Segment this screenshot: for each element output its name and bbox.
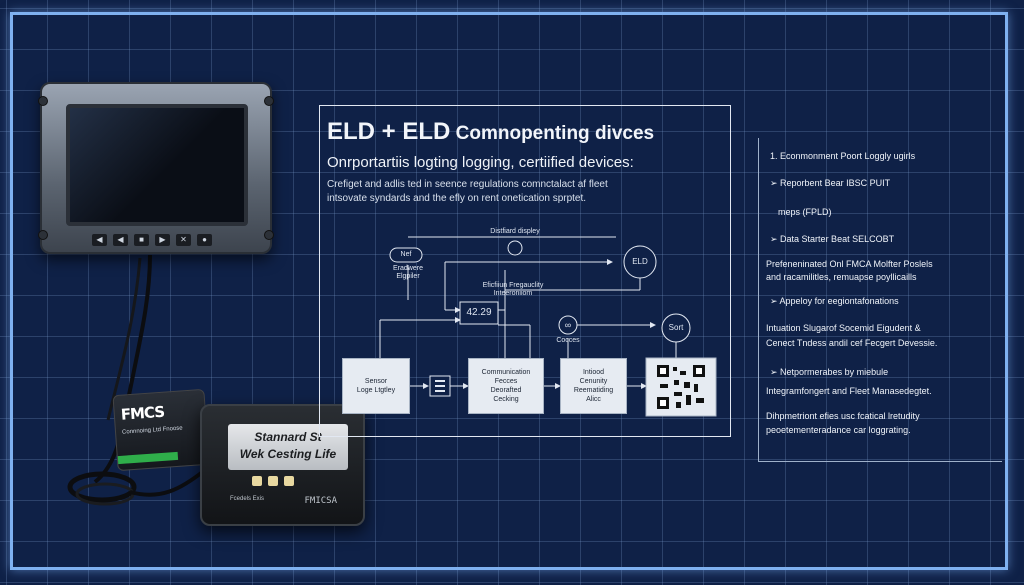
led-indicator [252, 476, 262, 486]
outer-frame [10, 12, 1008, 570]
device-brand-label: FMICSA [304, 496, 337, 506]
tablet-button-row: ◀ ◀ ■ ▶ ✕ ● [92, 234, 212, 246]
description-line-2: intsovate syndards and the efly on rent … [327, 193, 587, 204]
feature-item: Dihpmetriont efies usc fcatical lretudit… [766, 411, 920, 421]
feature-item: meps (FPLD) [778, 207, 832, 217]
diagram-description: Crefiget and adlis ted in seence regulat… [327, 178, 727, 206]
label-sort: Sort [668, 323, 684, 332]
feature-item: 1. Econmonment Poort Loggly ugirls [770, 151, 916, 161]
qr-code-icon [646, 358, 716, 416]
label-hardware-1: Eradwere [393, 265, 423, 272]
tablet-prev-button[interactable]: ◀ [113, 234, 128, 246]
tablet-close-button[interactable]: ✕ [176, 234, 191, 246]
label-eld: ELD [632, 257, 648, 266]
communication-box: Communication Fecces Deorafted Cecking [468, 358, 544, 414]
tablet-screen [66, 104, 248, 226]
description-line-1: Crefiget and adlis ted in seence regulat… [327, 179, 608, 190]
feature-item: Cenect Tndess andil cef Fecgert Devessie… [766, 338, 938, 348]
diagram-subtitle: Onrportartiis logting logging, certiifie… [327, 154, 634, 171]
feature-item: ➢ Appeloy for eegiontafonations [770, 296, 899, 306]
intiood-box-line-1: Intiood [582, 369, 605, 376]
wifi-signal-icon [509, 242, 521, 254]
chain-link-icon: ∞ [564, 320, 572, 330]
intiood-box-line-4: Alicc [586, 396, 601, 403]
device-small-label: Fcedels Exis [230, 496, 265, 502]
fmcs-sublabel: Connnoing Ltd Fnoose [121, 425, 183, 436]
list-document-icon [430, 376, 450, 396]
feature-item: ➢ Netpormerabes by miebule [770, 367, 889, 377]
feature-item: ➢ Data Starter Beat SELCOBT [770, 234, 895, 244]
label-displays: Distfiard displey [490, 228, 540, 235]
tablet-stop-button[interactable]: ■ [134, 234, 149, 246]
device-led-row [252, 476, 294, 486]
label-value: 42.29 [466, 307, 492, 318]
tablet-power-button[interactable]: ● [197, 234, 212, 246]
device-label-line-2: Wek Cesting Life [239, 447, 337, 461]
feature-item: ➢ Reporbent Bear IBSC PUIT [770, 178, 891, 188]
diagram-title-main: ELD + ELD [327, 118, 451, 145]
eld-tablet-device: ◀ ◀ ■ ▶ ✕ ● [38, 82, 274, 254]
bolt-icon [264, 96, 274, 106]
diagram-title: ELD + ELD Comnopenting divces [327, 118, 727, 146]
features-list-panel [758, 138, 1002, 462]
green-strip [117, 451, 179, 465]
label-oval: Nef [400, 251, 412, 258]
communication-box-line-1: Communication [481, 369, 531, 376]
sensor-box-line-1: Sensor [364, 378, 388, 385]
label-hardware: Eradwere Elgpiler [378, 265, 438, 281]
fmcs-adapter-device: FMCS Connnoing Ltd Fnoose [112, 388, 210, 472]
diagram-panel [319, 105, 731, 437]
eld-logger-device: Stannard St Wek Cesting Life Fcedels Exi… [200, 404, 365, 526]
tablet-back-button[interactable]: ◀ [92, 234, 107, 246]
tablet-play-button[interactable]: ▶ [155, 234, 170, 246]
led-indicator [284, 476, 294, 486]
intiood-box-line-3: Reematiding [573, 387, 614, 394]
communication-box-line-2: Fecces [494, 378, 518, 385]
label-hardware-2: Elgpiler [396, 273, 420, 280]
feature-item: Prefeneninated Onl FMCA Molfter Poslels [766, 259, 933, 269]
device-label-line-1: Stannard St [254, 430, 322, 444]
intiood-box-line-2: Cenunity [579, 378, 608, 385]
label-frequency-2: Inteeroniiom [493, 290, 533, 297]
sensor-box: Sensor Loge Ltgtley [342, 358, 410, 414]
communication-box-line-3: Deorafted [490, 387, 522, 394]
label-frequency-1: Eficfiiun Fregauclity [482, 282, 544, 289]
feature-item: Integramfongert and Fleet Manasedegtet. [766, 386, 932, 396]
bolt-icon [38, 96, 48, 106]
diagram-title-rest: Comnopenting divces [450, 123, 655, 144]
device-label-plate: Stannard St Wek Cesting Life [228, 424, 348, 470]
fmcs-label: FMCS [120, 402, 165, 424]
bolt-icon [38, 230, 48, 240]
feature-item: peoetementeradance car loggrating. [766, 425, 911, 435]
label-frequency: Eficfiiun Fregauclity Inteeroniiom [468, 282, 558, 298]
communication-box-line-4: Cecking [493, 396, 519, 403]
label-circle-mid: Cocces [556, 337, 580, 344]
feature-item: Intuation Slugarof Socemid Eigudent & [766, 323, 921, 333]
intiood-box: Intiood Cenunity Reematiding Alicc [560, 358, 627, 414]
bolt-icon [264, 230, 274, 240]
sensor-box-line-2: Loge Ltgtley [356, 387, 396, 394]
led-indicator [268, 476, 278, 486]
feature-item: and racamilitles, remuapse poyllicaills [766, 272, 917, 282]
